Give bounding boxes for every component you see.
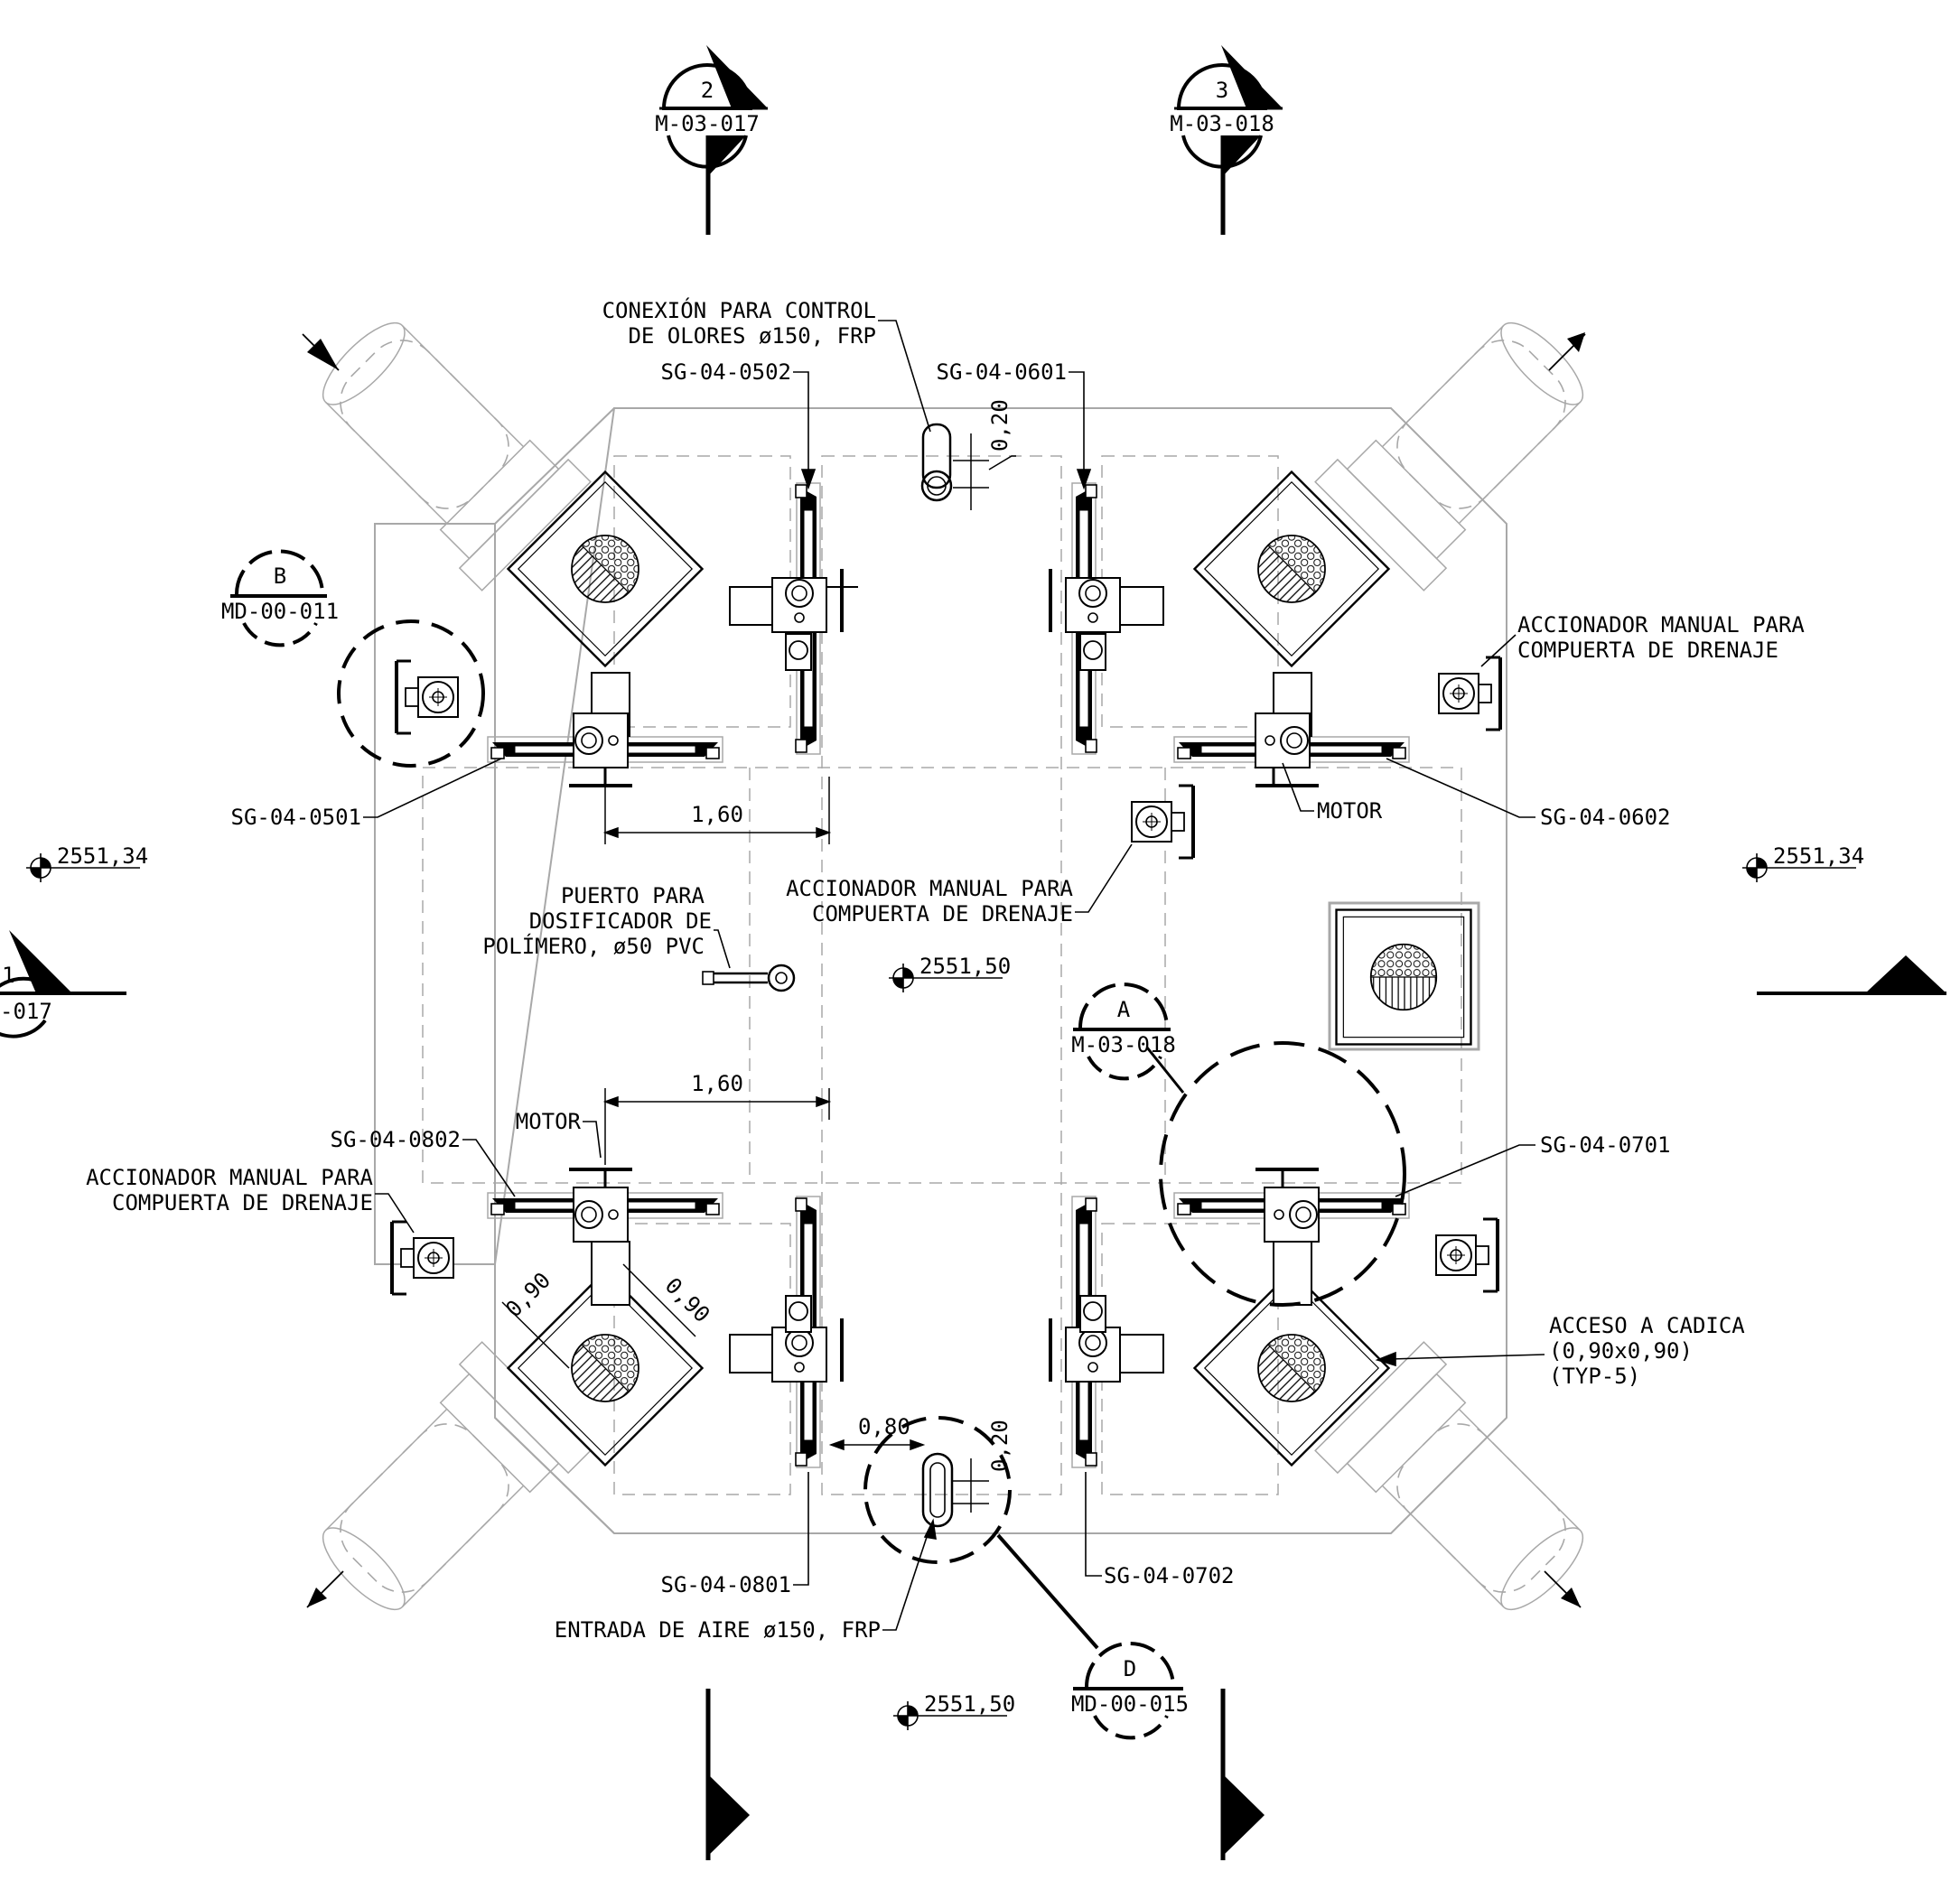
section-arrows-bottom bbox=[705, 1689, 1265, 1860]
drain-actuator-w bbox=[395, 659, 460, 735]
elevation-symbols bbox=[26, 853, 1856, 1730]
odor-control-label-line1: CONEXIÓN PARA CONTROL bbox=[602, 296, 876, 323]
access-hatch-nw bbox=[509, 472, 703, 666]
annotation-text: CONEXIÓN PARA CONTROL DE OLORES ø150, FR… bbox=[57, 296, 1864, 1717]
access-hatch-east bbox=[1328, 901, 1480, 1051]
dimension-top-width: 1,60 bbox=[691, 802, 743, 827]
elevation-bottom: 2551,50 bbox=[924, 1691, 1015, 1717]
gate-sg-04-0801 bbox=[729, 1196, 844, 1468]
detail-b-sheet: MD-00-011 bbox=[221, 599, 339, 624]
drain-actuator-e bbox=[1437, 656, 1502, 731]
drain-actuator-center bbox=[1130, 784, 1195, 860]
access-hatch-line3: (TYP-5) bbox=[1549, 1364, 1640, 1389]
section-marker-2: 2 M-03-017 bbox=[655, 45, 768, 235]
dimension-bottom-gap: 0,20 bbox=[987, 1420, 1013, 1472]
section-2-sheet: M-03-017 bbox=[655, 111, 760, 136]
elevation-left: 2551,34 bbox=[57, 843, 148, 869]
blower-outline-ne bbox=[1314, 294, 1611, 591]
gate-sg-04-0502 bbox=[729, 482, 858, 755]
dimension-access-side-b: 0,90 bbox=[660, 1272, 715, 1327]
gate-sg-04-0602 bbox=[1173, 672, 1410, 787]
leader-lines bbox=[363, 320, 1545, 1631]
detail-marker-a: A M-03-018 bbox=[1071, 982, 1176, 1081]
label-sg-04-0601: SG-04-0601 bbox=[937, 359, 1068, 385]
section-3-number: 3 bbox=[1216, 78, 1228, 103]
section-1-sheet: -017 bbox=[0, 999, 52, 1024]
gate-sg-04-0701 bbox=[1173, 1168, 1410, 1306]
detail-d-letter: D bbox=[1124, 1656, 1136, 1681]
label-sg-04-0502: SG-04-0502 bbox=[661, 359, 792, 385]
drain-actuator-sw bbox=[390, 1220, 455, 1296]
label-sg-04-0702: SG-04-0702 bbox=[1104, 1563, 1235, 1588]
gate-sg-04-0501 bbox=[487, 672, 723, 787]
gate-sg-04-0702 bbox=[1049, 1196, 1164, 1468]
gate-sg-04-0802 bbox=[487, 1168, 723, 1306]
detail-circle-a bbox=[1145, 1041, 1406, 1307]
dimension-access-side-a: 0,90 bbox=[500, 1268, 555, 1323]
detail-marker-b: B MD-00-011 bbox=[221, 549, 339, 647]
polymer-port-line3: POLÍMERO, ø50 PVC bbox=[482, 933, 705, 959]
access-hatch-ne bbox=[1195, 472, 1389, 666]
dimension-lines bbox=[501, 433, 1016, 1513]
polymer-port-line1: PUERTO PARA bbox=[561, 883, 705, 908]
section-3-sheet: M-03-018 bbox=[1170, 111, 1274, 136]
air-inlet-pipe bbox=[921, 1452, 954, 1528]
drain-actuator-se bbox=[1434, 1217, 1499, 1293]
blower-outline-nw bbox=[294, 294, 592, 591]
detail-circle-b bbox=[337, 619, 485, 768]
elevation-right: 2551,34 bbox=[1773, 843, 1864, 869]
manual-actuator-sw-line1: ACCIONADOR MANUAL PARA bbox=[86, 1165, 373, 1190]
diagonal-arrows bbox=[302, 332, 1586, 1608]
dimension-top-gap: 0,20 bbox=[987, 399, 1013, 452]
label-sg-04-0602: SG-04-0602 bbox=[1540, 805, 1671, 830]
manual-actuator-ne-line1: ACCIONADOR MANUAL PARA bbox=[1517, 612, 1805, 638]
section-marker-3: 3 M-03-018 bbox=[1170, 45, 1283, 235]
motor-label-right: MOTOR bbox=[1317, 798, 1383, 824]
label-sg-04-0802: SG-04-0802 bbox=[331, 1127, 462, 1152]
access-hatch-line1: ACCESO A CADICA bbox=[1549, 1313, 1745, 1338]
section-marker-1: 1 -017 bbox=[0, 930, 126, 1038]
motor-label-left: MOTOR bbox=[516, 1109, 582, 1134]
label-sg-04-0801: SG-04-0801 bbox=[661, 1572, 792, 1597]
gate-sg-04-0601 bbox=[1049, 482, 1164, 755]
detail-b-letter: B bbox=[274, 563, 286, 589]
elevation-center: 2551,50 bbox=[919, 954, 1011, 979]
label-sg-04-0501: SG-04-0501 bbox=[231, 805, 362, 830]
odor-control-pipe bbox=[920, 423, 953, 502]
section-2-number: 2 bbox=[701, 78, 714, 103]
dimension-bottom-width: 1,60 bbox=[691, 1071, 743, 1096]
manual-actuator-sw-line2: COMPUERTA DE DRENAJE bbox=[112, 1190, 373, 1215]
dimension-inlet-offset: 0,80 bbox=[858, 1414, 910, 1439]
detail-circle-d bbox=[863, 1416, 1099, 1650]
label-sg-04-0701: SG-04-0701 bbox=[1540, 1132, 1671, 1158]
odor-control-label-line2: DE OLORES ø150, FRP bbox=[628, 323, 876, 349]
manual-actuator-center-line2: COMPUERTA DE DRENAJE bbox=[812, 901, 1073, 927]
structure-outline bbox=[374, 407, 1507, 1534]
polymer-port-pipe bbox=[702, 964, 796, 992]
blower-outline-sw bbox=[294, 1341, 592, 1638]
access-hatch-line2: (0,90x0,90) bbox=[1549, 1338, 1693, 1364]
detail-a-sheet: M-03-018 bbox=[1071, 1032, 1176, 1057]
air-inlet-label: ENTRADA DE AIRE ø150, FRP bbox=[555, 1617, 881, 1643]
section-arrow-right bbox=[1757, 955, 1946, 995]
section-1-number: 1 bbox=[2, 963, 14, 988]
polymer-port-line2: DOSIFICADOR DE bbox=[529, 908, 712, 934]
detail-a-letter: A bbox=[1117, 997, 1131, 1022]
detail-marker-d: D MD-00-015 bbox=[1071, 1642, 1189, 1740]
manual-actuator-center-line1: ACCIONADOR MANUAL PARA bbox=[786, 876, 1073, 901]
manual-actuator-ne-line2: COMPUERTA DE DRENAJE bbox=[1517, 638, 1778, 663]
detail-d-sheet: MD-00-015 bbox=[1071, 1691, 1189, 1717]
